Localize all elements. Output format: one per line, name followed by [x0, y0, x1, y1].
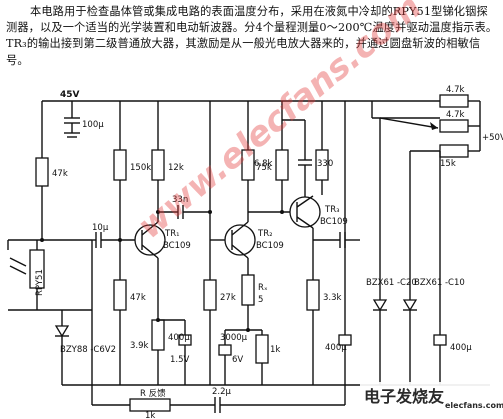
svg-text:15k: 15k [440, 159, 456, 169]
label-45v: 45V [60, 90, 80, 100]
svg-text:BC109: BC109 [256, 241, 284, 251]
resistor-15k [439, 144, 469, 158]
svg-text:BC109: BC109 [163, 241, 191, 251]
resistor-feedback [129, 398, 171, 412]
resistor-12k [151, 149, 165, 181]
svg-text:BC109: BC109 [320, 217, 348, 227]
logo-main: 电子发烧友 [364, 387, 445, 406]
svg-text:75k: 75k [256, 163, 272, 173]
resistor-4-7k-b [439, 119, 469, 133]
transistor-tr2 [224, 224, 256, 256]
svg-text:1k: 1k [270, 345, 280, 355]
switch-arrow [430, 122, 438, 130]
svg-text:1k: 1k [145, 411, 155, 419]
svg-text:2.2μ: 2.2μ [212, 387, 232, 397]
svg-text:3.9k: 3.9k [130, 341, 149, 351]
svg-text:47k: 47k [52, 169, 68, 179]
svg-text:400μ: 400μ [325, 343, 347, 353]
zener-bzx61-c10 [402, 299, 418, 312]
svg-text:TR₁: TR₁ [164, 229, 180, 239]
svg-text:400μ: 400μ [450, 343, 472, 353]
zener-bzx61-c20 [372, 299, 388, 312]
resistor-3-9k [151, 319, 165, 351]
svg-text:12k: 12k [168, 163, 184, 173]
svg-text:3000μ: 3000μ [220, 333, 248, 343]
svg-text:47k: 47k [130, 293, 146, 303]
svg-text:33n: 33n [172, 195, 188, 205]
logo-box [360, 382, 500, 416]
svg-text:100μ: 100μ [82, 120, 104, 130]
resistor-rx [241, 274, 255, 306]
svg-text:BZY88 -C6V2: BZY88 -C6V2 [60, 345, 116, 355]
svg-text:150k: 150k [130, 163, 151, 173]
resistor-1k [255, 334, 269, 364]
resistor-150k [113, 149, 127, 181]
svg-text:TR₂: TR₂ [257, 229, 273, 239]
svg-text:+50V: +50V [482, 133, 503, 143]
svg-text:4.7k: 4.7k [446, 110, 465, 120]
description-text: 本电路用于检查晶体管或集成电路的表面温度分布，采用在液氮中冷却的RPY51型锑化… [6, 5, 498, 67]
svg-text:6.8k: 6.8k [254, 159, 273, 169]
circuit-description: 本电路用于检查晶体管或集成电路的表面温度分布，采用在液氮中冷却的RPY51型锑化… [6, 4, 498, 69]
svg-text:400μ: 400μ [168, 333, 190, 343]
svg-text:BZX61 -C20: BZX61 -C20 [366, 278, 417, 288]
resistor-3-3k [306, 279, 320, 311]
svg-text:4.7k: 4.7k [446, 85, 465, 95]
capacitor-400u-c [433, 334, 447, 346]
resistor-47k-mid [113, 279, 127, 311]
svg-text:Rₓ: Rₓ [258, 283, 268, 293]
svg-text:3.3k: 3.3k [323, 293, 342, 303]
resistor-6-8k [275, 149, 289, 181]
watermark: www.elecfans.com [130, 0, 429, 247]
svg-text:RPY51: RPY51 [35, 269, 45, 296]
capacitor-3000u [218, 344, 232, 356]
svg-text:10μ: 10μ [92, 223, 109, 233]
svg-text:1.5V: 1.5V [170, 355, 190, 365]
svg-text:27k: 27k [220, 293, 236, 303]
svg-text:R 反馈: R 反馈 [140, 388, 166, 399]
resistor-47k-left [35, 157, 49, 187]
svg-text:TR₃: TR₃ [324, 205, 340, 215]
svg-text:6V: 6V [232, 355, 243, 365]
resistor-27k [203, 279, 217, 311]
logo-sub: elecfans.com [445, 401, 503, 410]
svg-text:330: 330 [317, 159, 333, 169]
resistor-4-7k-a [439, 94, 469, 108]
zener-bzy88 [54, 325, 70, 338]
svg-text:5: 5 [258, 295, 263, 305]
